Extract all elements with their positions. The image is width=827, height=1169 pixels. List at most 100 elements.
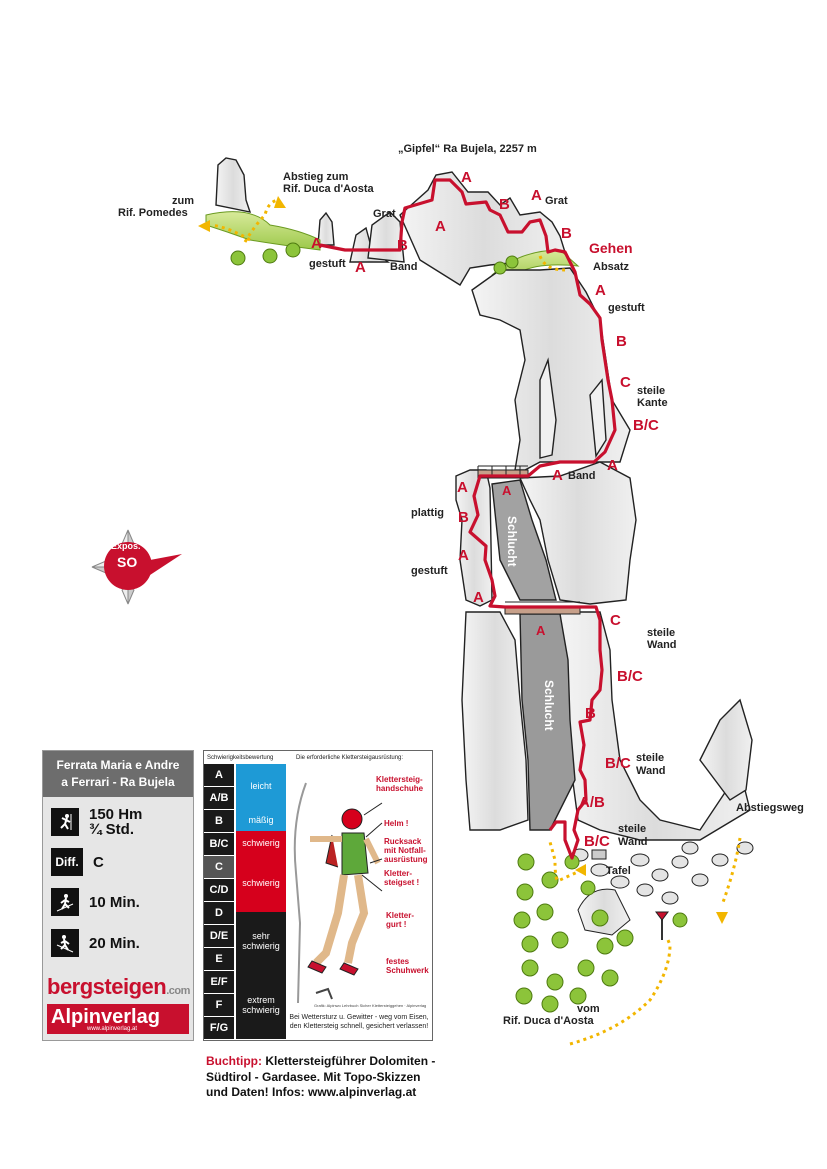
grade-label: B	[561, 225, 572, 242]
steile-wand-2-line1: steile	[636, 752, 665, 764]
band-label-1: Band	[390, 261, 418, 273]
grat-label-2: Grat	[545, 195, 568, 207]
grade-label: B/C	[617, 668, 643, 685]
difficulty-value: C	[93, 853, 104, 871]
grade-label: C	[620, 374, 631, 391]
vom-label: vom	[577, 1003, 600, 1015]
steile-wand-2-line2: Wand	[636, 765, 666, 777]
grade-cell: A	[204, 764, 234, 786]
tafel-sign	[591, 849, 669, 940]
approach-row: 10 Min.	[51, 887, 140, 917]
equipment-header: Die erforderliche Klettersteigausrüstung…	[296, 755, 404, 761]
equip-set-line2: steigset !	[384, 878, 420, 887]
gestuft-label-2: gestuft	[608, 302, 645, 314]
difficulty-row: Diff. C	[51, 847, 104, 877]
equip-gloves-line1: Klettersteig-	[376, 775, 423, 784]
route-title-line2: a Ferrari - Ra Bujela	[61, 775, 175, 789]
grade-label: A/B	[579, 794, 605, 811]
abstiegsweg-label: Abstiegsweg	[736, 802, 804, 814]
book-tip-label: Buchtipp:	[206, 1054, 262, 1068]
equip-set-line1: Kletter-	[384, 869, 413, 878]
grade-cell: B	[204, 810, 234, 832]
grade-label: B	[458, 509, 469, 526]
descent-row: 20 Min.	[51, 928, 140, 958]
pomedes-label-line2: Rif. Pomedes	[118, 207, 188, 219]
grade-label: A	[311, 235, 322, 252]
level-sehr-schwierig: sehr schwierig	[236, 912, 286, 970]
grade-cell: F	[204, 994, 234, 1016]
equip-helmet: Helm !	[384, 819, 409, 828]
grade-label: A	[552, 467, 563, 484]
difficulty-badge: Diff.	[51, 848, 83, 876]
equip-via-ferrata-set: Kletter-steigset !	[384, 869, 419, 887]
absatz-label: Absatz	[593, 261, 630, 273]
equip-backpack-line2: mit Notfall-	[384, 846, 426, 855]
grade-label: A	[531, 187, 542, 204]
difficulty-scale-header: Schwierigkeitsbewertung	[207, 755, 274, 761]
level-extrem-schwierig: extrem schwierig	[236, 970, 286, 1039]
grade-label: A	[458, 547, 469, 564]
equip-gloves: Klettersteig-handschuhe	[376, 775, 423, 793]
grade-cell: F/G	[204, 1017, 234, 1039]
grade-label: B/C	[633, 417, 659, 434]
book-tip-line2: Südtirol - Gardasee. Mit Topo-Skizzen	[206, 1069, 421, 1084]
grade-cell: E/F	[204, 971, 234, 993]
schlucht-label-lower: Schlucht	[542, 680, 556, 731]
steile-wand-1-line2: Wand	[647, 639, 677, 651]
grade-cell: D/E	[204, 925, 234, 947]
route-line	[319, 178, 617, 860]
route-title: Ferrata Maria e Andre a Ferrari - Ra Buj…	[43, 751, 193, 797]
pomedes-label-line1: zum	[172, 195, 194, 207]
gehen-label: Gehen	[589, 240, 633, 256]
grat-label-1: Grat	[373, 208, 396, 220]
grade-cell: C	[204, 856, 234, 878]
alpinverlag-logo: Alpinverlag www.alpinverlag.at	[47, 1004, 189, 1034]
grade-label: A	[607, 457, 618, 474]
duration: ¾ Std.	[89, 821, 135, 838]
vom-rif-label: Rif. Duca d'Aosta	[503, 1015, 594, 1027]
bergsteigen-logo-text: bergsteigen	[47, 974, 167, 999]
trails	[211, 198, 742, 1046]
grade-cell: A/B	[204, 787, 234, 809]
alpinverlag-url: www.alpinverlag.at	[87, 1026, 138, 1032]
book-tip-line3: und Daten! Infos: www.alpinverlag.at	[206, 1085, 417, 1099]
middle-section	[455, 461, 637, 607]
steile-wand-3-line2: Wand	[618, 836, 648, 848]
equip-harness-line1: Kletter-	[386, 911, 415, 920]
book-tip: Buchtipp: Klettersteigführer Dolomiten -…	[206, 1054, 435, 1101]
height-meters: 150 Hm	[89, 806, 143, 823]
route-info-box: Ferrata Maria e Andre a Ferrari - Ra Buj…	[42, 750, 194, 1041]
equip-gloves-line2: handschuhe	[376, 784, 424, 793]
difficulty-scale-box: Schwierigkeitsbewertung Die erforderlich…	[203, 750, 433, 1041]
grade-label: B	[397, 237, 408, 254]
summit-label: „Gipfel“ Ra Bujela, 2257 m	[398, 143, 537, 155]
grade-label: B	[585, 705, 596, 722]
trail-arrows	[198, 196, 728, 924]
storm-warning-line2: den Klettersteig schnell, gesichert verl…	[289, 1023, 429, 1030]
steile-wand-3-line1: steile	[618, 823, 647, 835]
compass	[91, 529, 182, 605]
grade-label: B/C	[605, 755, 631, 772]
equip-backpack-line3: ausrüstung	[384, 855, 428, 864]
storm-warning-line1: Bei Wettersturz u. Gewitter - weg vom Ei…	[289, 1014, 429, 1021]
approach-time: 10 Min.	[89, 893, 140, 911]
band-label-2: Band	[568, 470, 596, 482]
equip-shoes-line2: Schuhwerk	[386, 966, 429, 975]
grade-label: B	[499, 196, 510, 213]
level-schwierig-1: schwierig	[236, 831, 286, 854]
meadow-left	[205, 211, 321, 251]
grade-cell: D	[204, 902, 234, 924]
descent-label-line2: Rif. Duca d'Aosta	[283, 183, 374, 195]
bergsteigen-logo-com: .com	[166, 985, 190, 997]
grade-label: B/C	[584, 833, 610, 850]
grade-label: A	[435, 218, 446, 235]
grade-label: B	[616, 333, 627, 350]
grade-label: C	[610, 612, 621, 629]
compass-expos-label: Expos.	[111, 541, 141, 551]
lower-section	[461, 611, 753, 841]
equip-harness-line2: gurt !	[386, 920, 407, 929]
trees	[230, 242, 688, 1013]
